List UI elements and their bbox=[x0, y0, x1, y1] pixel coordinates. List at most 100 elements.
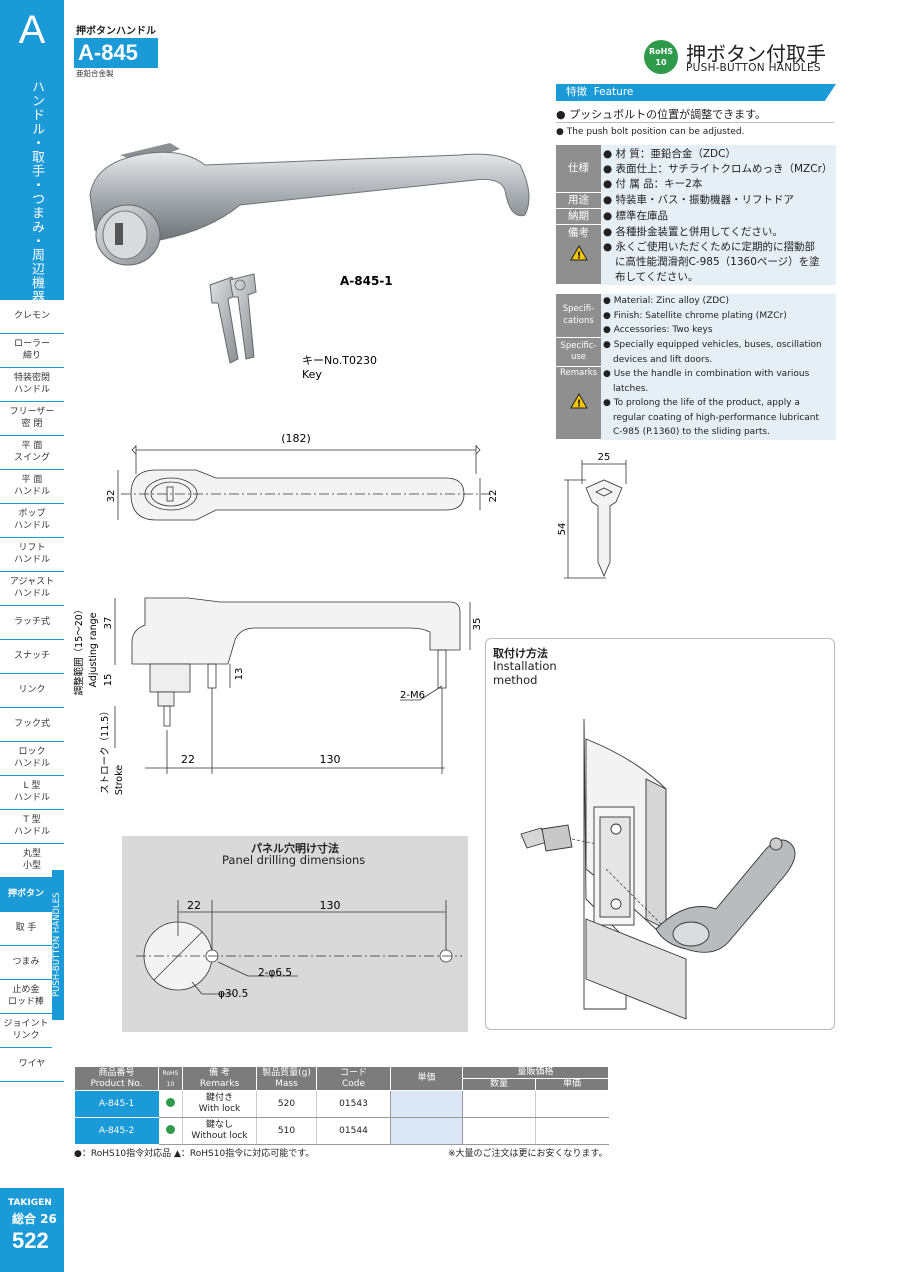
key-drawing: 25 54 bbox=[557, 452, 627, 579]
sidebar-item[interactable]: 取 手 bbox=[0, 912, 52, 946]
sidebar-item[interactable]: ロック ハンドル bbox=[0, 742, 64, 776]
col-unit-price: 単価 bbox=[390, 1066, 463, 1091]
spec-line: ● Accessories: Two keys bbox=[603, 325, 713, 335]
header-text: Code bbox=[341, 1078, 366, 1089]
header-text: コード bbox=[339, 1067, 367, 1078]
sidebar-item[interactable]: つまみ bbox=[0, 946, 52, 980]
sidebar-section-header bbox=[0, 0, 64, 300]
remark-en: Without lock bbox=[191, 1131, 248, 1141]
page-number: 522 bbox=[12, 1228, 49, 1253]
sidebar-item[interactable]: フック式 bbox=[0, 708, 64, 742]
spec-line: ● Specially equipped vehicles, buses, os… bbox=[603, 340, 822, 350]
sidebar-item[interactable]: リンク bbox=[0, 674, 64, 708]
spec-lines: ● Material: Zinc alloy (ZDC) ● Finish: S… bbox=[603, 294, 787, 338]
panel-title-en: Panel drilling dimensions bbox=[222, 853, 366, 867]
sidebar-item[interactable]: 丸型 小型 bbox=[0, 844, 64, 878]
rohs-compliant-icon bbox=[165, 1124, 175, 1134]
page-title-en: PUSH-BUTTON HANDLES bbox=[686, 62, 821, 74]
spec-line: latches. bbox=[613, 383, 649, 394]
sidebar-item[interactable]: リフト ハンドル bbox=[0, 538, 64, 572]
rohs-cell bbox=[158, 1117, 183, 1145]
spec-lines: ● 各種掛金装置と併用してください。 ● 永くご使用いただくために定期的に摺動部… bbox=[603, 225, 820, 285]
sidebar-item[interactable]: 平 面 ハンドル bbox=[0, 470, 64, 504]
sidebar-item[interactable]: ポップ ハンドル bbox=[0, 504, 64, 538]
side-view-drawing: 37 15 13 35 22 130 2-M6 調整範囲（15〜20） Adju… bbox=[73, 597, 483, 795]
header-text: Mass bbox=[275, 1078, 298, 1089]
sidebar-item[interactable]: クレモン bbox=[0, 300, 64, 334]
sidebar-item[interactable]: T 型 ハンドル bbox=[0, 810, 64, 844]
product-photo: A-845-1 キーNo.T0230 Key bbox=[89, 143, 530, 381]
sidebar-item[interactable]: 特装密閉 ハンドル bbox=[0, 368, 64, 402]
stroke-en: Stroke bbox=[114, 765, 125, 795]
key-label-en: Key bbox=[302, 368, 322, 381]
dim-130: 130 bbox=[320, 753, 341, 766]
feature-bar-en: Feature bbox=[593, 86, 634, 98]
catalog-label: 総合 26 bbox=[12, 1212, 57, 1226]
installation-box: 取付け方法 Installation method bbox=[485, 638, 835, 1030]
warning-icon: ! bbox=[569, 244, 588, 261]
panel-drilling-box: パネル穴明け寸法 Panel drilling dimensions 22 13… bbox=[122, 836, 468, 1032]
warning-icon: ! bbox=[569, 393, 588, 409]
rohs-compliant-icon bbox=[165, 1097, 175, 1107]
rohs-note: ●：RoHS10指令対応品 ▲：RoHS10指令に対応可能です。 bbox=[74, 1149, 315, 1159]
spec-line: ● 各種掛金装置と併用してください。 bbox=[603, 226, 783, 238]
sidebar-item[interactable]: ワイヤ bbox=[0, 1048, 64, 1082]
material-note: 亜鉛合金製 bbox=[76, 69, 114, 78]
unit-price-cell bbox=[390, 1117, 463, 1145]
col-volume-price: 量販価格 bbox=[462, 1066, 609, 1079]
dim-15: 15 bbox=[103, 674, 114, 687]
sidebar-item[interactable]: アジャスト ハンドル bbox=[0, 572, 64, 606]
sidebar-item[interactable]: フリーザー 密 閉 bbox=[0, 402, 64, 436]
header-text: 備 考 bbox=[209, 1067, 230, 1078]
spec-line: 布してください。 bbox=[615, 271, 699, 283]
sidebar-item[interactable]: ジョイント リンク bbox=[0, 1014, 52, 1048]
top-view-drawing: (182) 32 22 bbox=[106, 432, 499, 521]
dim-length: (182) bbox=[281, 432, 311, 445]
adjust-range-en: Adjusting range bbox=[88, 612, 99, 687]
divider bbox=[556, 122, 834, 123]
spec-label-remarks: 備考 ! bbox=[556, 225, 601, 285]
code-cell: 01543 bbox=[316, 1090, 391, 1118]
spec-line: ● To prolong the life of the product, ap… bbox=[603, 398, 800, 408]
sidebar: A ハンドル・取手・つまみ・周辺機器 クレモンローラー 締り特装密閉 ハンドルフ… bbox=[0, 0, 64, 1272]
spec-line: C-985 (P.1360) to the sliding parts. bbox=[613, 427, 770, 437]
panel-hole-small: 2-φ6.5 bbox=[258, 967, 292, 979]
dim-35: 35 bbox=[472, 618, 483, 631]
spec-line: ● 標準在庫品 bbox=[603, 210, 668, 222]
spec-line: ● 材 質：亜鉛合金（ZDC） bbox=[603, 148, 736, 160]
spec-line: ● Finish: Satellite chrome plating (MZCr… bbox=[603, 310, 787, 321]
panel-drilling-drawing: 22 130 2-φ6.5 φ30.5 bbox=[136, 899, 462, 1000]
brand-name: TAKIGEN bbox=[8, 1198, 52, 1208]
product-label: A-845-1 bbox=[340, 274, 393, 288]
section-title-vertical: ハンドル・取手・つまみ・周辺機器 bbox=[29, 80, 44, 304]
product-no: A-845-1 bbox=[74, 1090, 159, 1118]
dim-37: 37 bbox=[103, 617, 114, 630]
mass-cell: 510 bbox=[256, 1117, 317, 1145]
dim-height: 32 bbox=[106, 490, 117, 503]
sidebar-stripe-label: PUSH-BUTTON HANDLES bbox=[52, 892, 62, 998]
thread-label: 2-M6 bbox=[400, 690, 425, 701]
svg-text:!: ! bbox=[576, 250, 581, 261]
dim-22: 22 bbox=[181, 753, 195, 766]
sidebar-item[interactable]: スナッチ bbox=[0, 640, 64, 674]
spec-lines: ● Use the handle in combination with var… bbox=[603, 367, 819, 440]
sidebar-item[interactable]: 押ボタン bbox=[0, 878, 52, 912]
spec-label: 備考 bbox=[568, 227, 589, 239]
col-volume-unit: 単価 bbox=[535, 1078, 609, 1091]
category-label: 押ボタンハンドル bbox=[76, 26, 156, 37]
rohs-cell bbox=[158, 1090, 183, 1118]
dim-key-length: 54 bbox=[557, 523, 568, 536]
keys-image bbox=[209, 273, 257, 364]
sidebar-item[interactable]: ローラー 締り bbox=[0, 334, 64, 368]
remark-en: With lock bbox=[198, 1104, 241, 1114]
dim-grip-height: 22 bbox=[488, 490, 499, 503]
sidebar-item[interactable]: L 型 ハンドル bbox=[0, 776, 64, 810]
sidebar-item[interactable]: ラッチ式 bbox=[0, 606, 64, 640]
sidebar-item[interactable]: 平 面 スイング bbox=[0, 436, 64, 470]
panel-dim-130: 130 bbox=[320, 899, 341, 912]
sidebar-item[interactable]: 止め金 ロッド棒 bbox=[0, 980, 52, 1014]
key-label-jp: キーNo.T0230 bbox=[302, 354, 377, 367]
panel-title-jp: パネル穴明け寸法 bbox=[251, 842, 339, 855]
